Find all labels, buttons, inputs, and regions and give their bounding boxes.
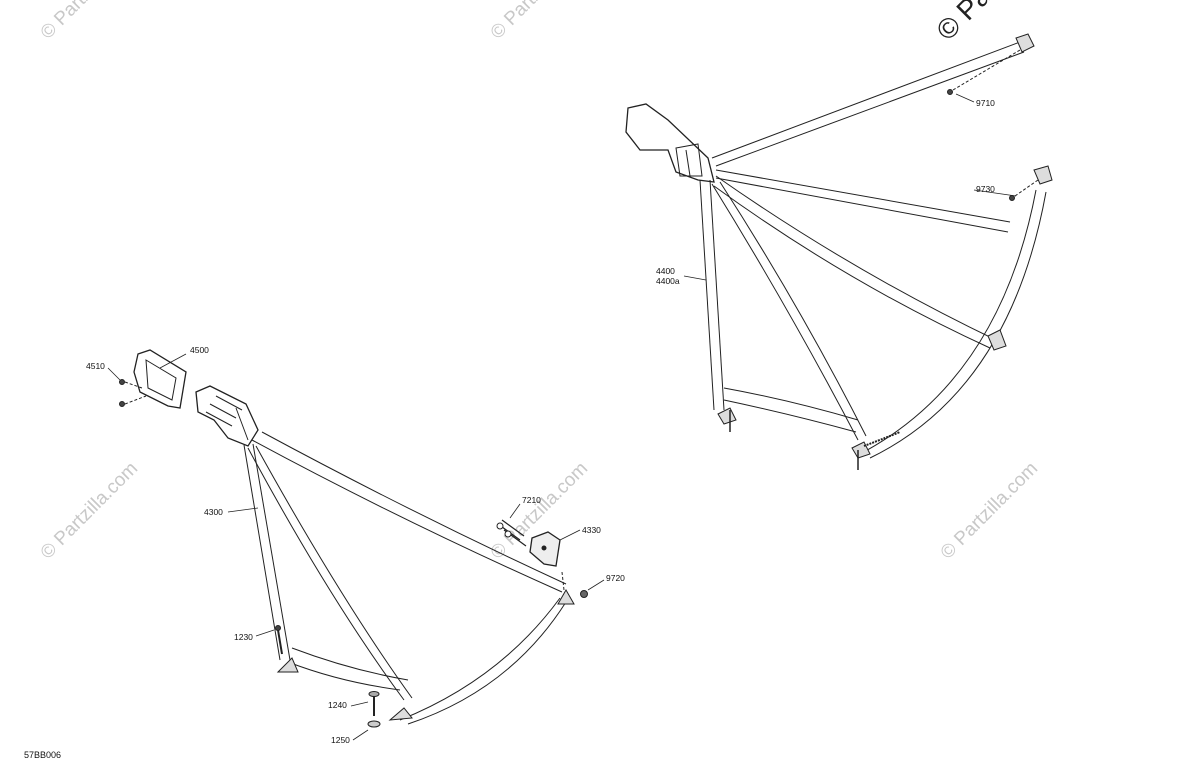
callout-4300: 4300 bbox=[204, 507, 223, 517]
watermark: © Partzilla.com bbox=[37, 0, 142, 44]
left-right-strap bbox=[399, 597, 561, 721]
watermark: © Partzilla.com bbox=[937, 458, 1042, 563]
washer-1250 bbox=[367, 720, 381, 728]
right-diagonal bbox=[711, 183, 859, 441]
right-vertical-strap bbox=[699, 179, 715, 411]
callout-9710: 9710 bbox=[976, 98, 995, 108]
callout-7210: 7210 bbox=[522, 495, 541, 505]
watermark: © Partzilla.com bbox=[37, 458, 142, 563]
callout-1240: 1240 bbox=[328, 700, 347, 710]
left-bottom-strap bbox=[287, 661, 401, 691]
screw-1230 bbox=[277, 629, 283, 655]
corner-watermark: © Pa bbox=[930, 0, 997, 46]
eyelet bbox=[717, 407, 737, 425]
left-vertical-strap bbox=[243, 444, 281, 661]
screw-9710 bbox=[947, 89, 953, 95]
screw-9730 bbox=[1009, 195, 1015, 201]
right-net-assembly bbox=[625, 33, 1053, 470]
callout-4400: 4400 bbox=[656, 266, 675, 276]
right-middle-strap bbox=[715, 169, 1011, 223]
callout-4500: 4500 bbox=[190, 345, 209, 355]
eyelet bbox=[557, 588, 575, 605]
diagram-code: 57BB006 bbox=[24, 750, 61, 760]
right-buckle bbox=[625, 103, 715, 183]
handle-4500 bbox=[133, 349, 187, 409]
eyelet bbox=[388, 707, 413, 721]
eyelet bbox=[1015, 33, 1035, 53]
callout-9730: 9730 bbox=[976, 184, 995, 194]
right-bottom-strap bbox=[723, 387, 859, 421]
callout-1230: 1230 bbox=[234, 632, 253, 642]
leader-lines bbox=[107, 93, 1017, 741]
screw-4510 bbox=[119, 379, 125, 385]
eyelet bbox=[987, 329, 1007, 351]
right-lower-strap bbox=[715, 175, 997, 341]
callout-labels: 4500 4510 4300 1230 1240 1250 7210 4330 … bbox=[86, 98, 995, 745]
left-top-strap bbox=[251, 439, 563, 593]
callout-1250: 1250 bbox=[331, 735, 350, 745]
nut-9720 bbox=[580, 590, 588, 598]
watermark: © Partzilla.com bbox=[487, 0, 592, 44]
callout-9720: 9720 bbox=[606, 573, 625, 583]
watermarks: © Partzilla.com © Partzilla.com © Partzi… bbox=[37, 0, 1042, 564]
screw-4510 bbox=[119, 401, 125, 407]
right-curved-strap bbox=[859, 189, 1037, 455]
left-diagonal-strap bbox=[247, 447, 405, 701]
eyelet bbox=[1033, 165, 1053, 185]
eyelet bbox=[276, 657, 299, 673]
callout-4400a: 4400a bbox=[656, 276, 680, 286]
left-buckle bbox=[195, 385, 259, 447]
right-top-strap bbox=[711, 41, 1021, 159]
callout-4330: 4330 bbox=[582, 525, 601, 535]
left-net-assembly bbox=[119, 349, 588, 728]
callout-4510: 4510 bbox=[86, 361, 105, 371]
